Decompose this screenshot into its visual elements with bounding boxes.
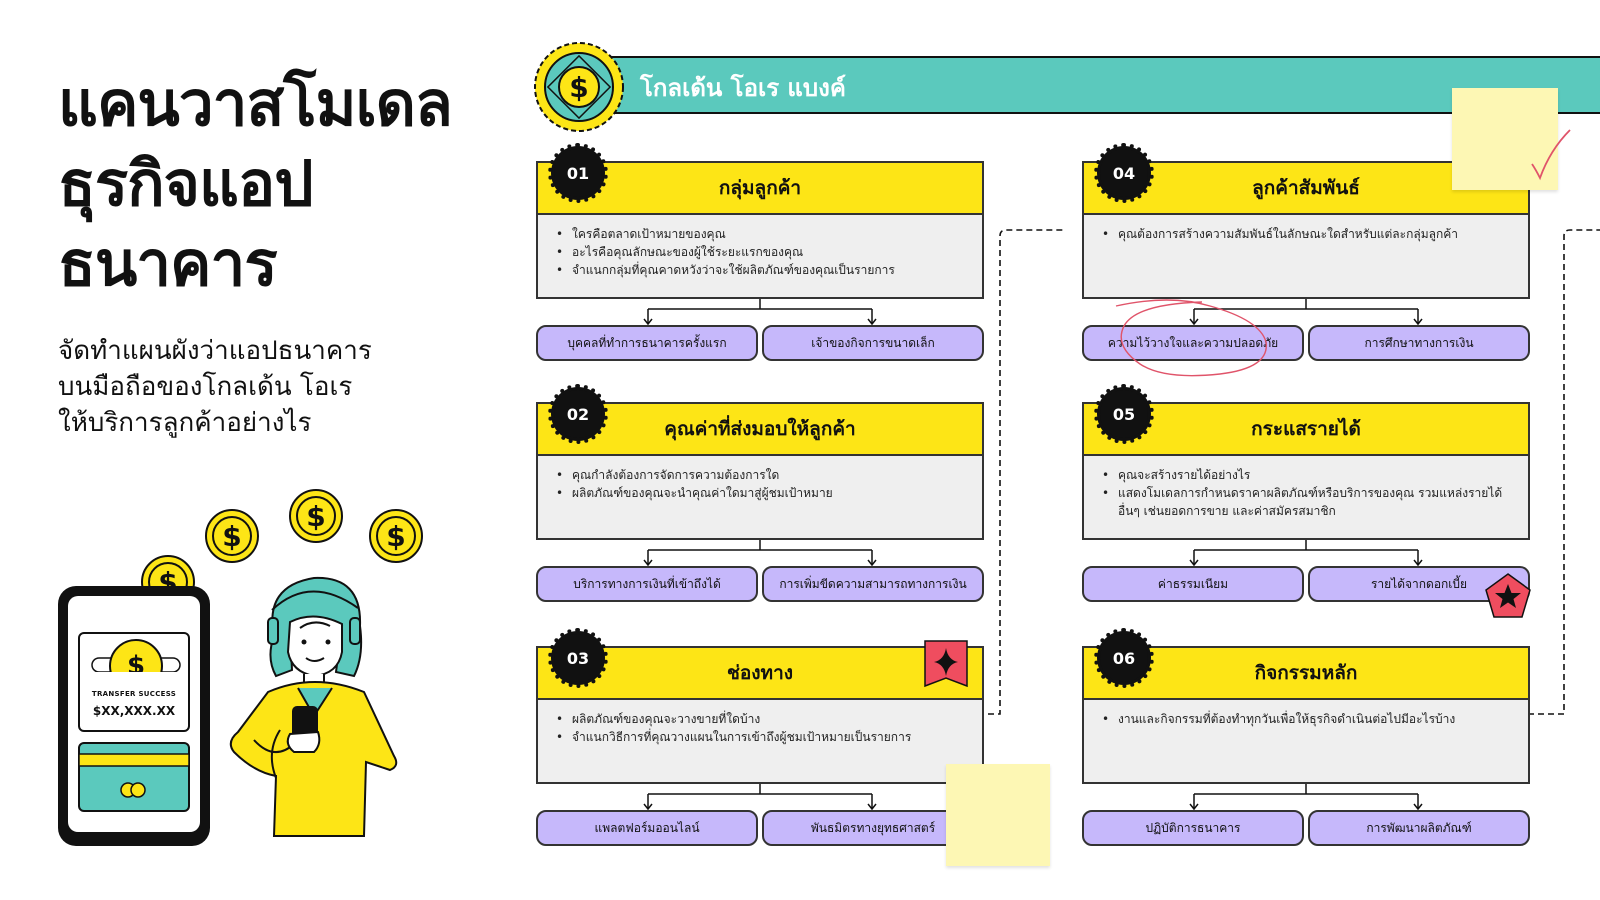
section-number-badge: 01	[548, 143, 608, 203]
dollar-coin-icon: $	[80, 639, 188, 678]
checkmark-icon	[1531, 129, 1571, 181]
section-number-badge: 02	[548, 384, 608, 444]
section-title: กระแสรายได้	[1251, 418, 1361, 440]
transfer-status: TRANSFER SUCCESS	[91, 690, 177, 698]
dollar-coin-icon: $	[289, 489, 343, 543]
section-title: ช่องทาง	[726, 662, 794, 684]
section-header: 05 กระแสรายได้	[1082, 384, 1530, 456]
tag-pill: การศึกษาทางการเงิน	[1308, 325, 1530, 361]
phone-screen: $ TRANSFER SUCCESS $XX,XXX.XX	[68, 596, 200, 832]
phone-illustration: $ TRANSFER SUCCESS $XX,XXX.XX	[58, 586, 210, 846]
branch-connector	[643, 784, 877, 811]
bullet-item: คุณกำลังต้องการจัดการความต้องการใด	[556, 466, 970, 484]
bullet-item: ผลิตภัณฑ์ของคุณจะนำคุณค่าใดมาสู่ผู้ชมเป้…	[556, 484, 970, 502]
branch-connector	[643, 299, 877, 326]
section-value-proposition: 02 คุณค่าที่ส่งมอบให้ลูกค้า คุณกำลังต้อง…	[536, 384, 984, 602]
section-number-badge: 04	[1094, 143, 1154, 203]
dollar-coin-icon: $	[369, 509, 423, 563]
bullet-item: อะไรคือคุณลักษณะของผู้ใช้ระยะแรกของคุณ	[556, 243, 970, 261]
tag-pill: แพลตฟอร์มออนไลน์	[536, 810, 758, 846]
tag-pill: บุคคลที่ทำการธนาคารครั้งแรก	[536, 325, 758, 361]
tag-pill: เจ้าของกิจการขนาดเล็ก	[762, 325, 984, 361]
page-subtitle: จัดทำแผนผังว่าแอปธนาคาร บนมือถือของโกลเด…	[58, 336, 372, 438]
bullet-item: จำแนกกลุ่มที่คุณคาดหวังว่าจะใช้ผลิตภัณฑ์…	[556, 261, 970, 279]
bullet-item: คุณต้องการสร้างความสัมพันธ์ในลักษณะใดสำห…	[1102, 225, 1516, 243]
branch-connector	[1189, 784, 1423, 811]
section-body: ใครคือตลาดเป้าหมายของคุณ อะไรคือคุณลักษณ…	[536, 215, 984, 299]
brand-banner	[578, 56, 1600, 114]
dollar-coin-icon: $	[205, 509, 259, 563]
branch-connector	[643, 540, 877, 567]
section-customer-segments: 01 กลุ่มลูกค้า ใครคือตลาดเป้าหมายของคุณ …	[536, 143, 984, 361]
bullet-item: งานและกิจกรรมที่ต้องทำทุกวันเพื่อให้ธุรก…	[1102, 710, 1516, 728]
hand-drawn-circle-annotation	[1115, 299, 1267, 377]
section-number-badge: 06	[1094, 628, 1154, 688]
flow-link-03-to-04	[968, 229, 1066, 715]
section-header: 02 คุณค่าที่ส่งมอบให้ลูกค้า	[536, 384, 984, 456]
svg-text:$: $	[127, 651, 145, 678]
sticky-note-bottom	[946, 764, 1050, 866]
tag-pill: การพัฒนาผลิตภัณฑ์	[1308, 810, 1530, 846]
section-title: กลุ่มลูกค้า	[718, 177, 802, 199]
section-header: 01 กลุ่มลูกค้า	[536, 143, 984, 215]
section-key-activities: 06 กิจกรรมหลัก งานและกิจกรรมที่ต้องทำทุก…	[1082, 628, 1530, 846]
star-badge-icon	[1485, 573, 1531, 618]
section-title: คุณค่าที่ส่งมอบให้ลูกค้า	[664, 418, 856, 440]
section-body: คุณกำลังต้องการจัดการความต้องการใด ผลิตภ…	[536, 456, 984, 540]
svg-text:$: $	[306, 500, 325, 533]
dollar-sign-seal-icon: $	[534, 42, 624, 132]
transfer-amount: $XX,XXX.XX	[92, 704, 176, 718]
section-body: งานและกิจกรรมที่ต้องทำทุกวันเพื่อให้ธุรก…	[1082, 700, 1530, 784]
tag-pill: ค่าธรรมเนียม	[1082, 566, 1304, 602]
section-body: คุณจะสร้างรายได้อย่างไร แสดงโมเดลการกำหน…	[1082, 456, 1530, 540]
flow-link-06-to-next	[1508, 229, 1600, 715]
tag-pill: ปฏิบัติการธนาคาร	[1082, 810, 1304, 846]
section-revenue-streams: 05 กระแสรายได้ คุณจะสร้างรายได้อย่างไร แ…	[1082, 384, 1530, 602]
brand-name: โกลเด้น โอเร แบงค์	[640, 74, 846, 102]
tag-pill: บริการทางการเงินที่เข้าถึงได้	[536, 566, 758, 602]
branch-connector	[1189, 540, 1423, 567]
credit-card-icon	[78, 742, 190, 812]
section-header: 06 กิจกรรมหลัก	[1082, 628, 1530, 700]
bullet-item: คุณจะสร้างรายได้อย่างไร	[1102, 466, 1516, 484]
sticky-note-top	[1452, 88, 1558, 190]
svg-text:$: $	[222, 520, 241, 553]
svg-text:$: $	[386, 520, 405, 553]
section-body: คุณต้องการสร้างความสัมพันธ์ในลักษณะใดสำห…	[1082, 215, 1530, 299]
branch-connector	[1189, 299, 1423, 326]
bullet-item: ใครคือตลาดเป้าหมายของคุณ	[556, 225, 970, 243]
section-title: กิจกรรมหลัก	[1254, 662, 1358, 684]
bullet-item: แสดงโมเดลการกำหนดราคาผลิตภัณฑ์หรือบริการ…	[1102, 484, 1516, 520]
section-title: ลูกค้าสัมพันธ์	[1252, 177, 1360, 199]
bullet-item: ผลิตภัณฑ์ของคุณจะวางขายที่ใดบ้าง	[556, 710, 970, 728]
section-number-badge: 03	[548, 628, 608, 688]
section-body: ผลิตภัณฑ์ของคุณจะวางขายที่ใดบ้าง จำแนกวิ…	[536, 700, 984, 784]
section-header: 03 ช่องทาง	[536, 628, 984, 700]
woman-with-phone-illustration	[229, 576, 398, 837]
sparkle-sticker-icon	[924, 640, 968, 688]
page-title: แคนวาสโมเดล ธุรกิจแอป ธนาคาร	[58, 67, 453, 300]
transfer-receipt: $ TRANSFER SUCCESS $XX,XXX.XX	[78, 632, 190, 732]
section-number-badge: 05	[1094, 384, 1154, 444]
tag-pill: การเพิ่มขีดความสามารถทางการเงิน	[762, 566, 984, 602]
bullet-item: จำแนกวิธีการที่คุณวางแผนในการเข้าถึงผู้ช…	[556, 728, 970, 746]
section-channels: 03 ช่องทาง ผลิตภัณฑ์ของคุณจะวางขายที่ใดบ…	[536, 628, 984, 846]
tag-pill: ความไว้วางใจและความปลอดภัย	[1082, 325, 1304, 361]
svg-text:$: $	[569, 71, 588, 104]
